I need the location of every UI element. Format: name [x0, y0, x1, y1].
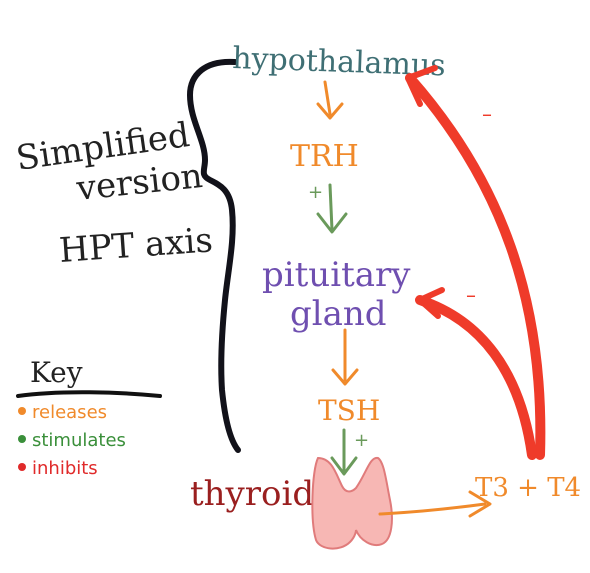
key-item-stimulates: stimulates [18, 430, 126, 451]
key-underline [16, 390, 162, 398]
key-label-releases: releases [32, 402, 107, 423]
inhibit-curve-to-hypothalamus [405, 73, 546, 460]
inhibit-arrowhead-pituitary [417, 287, 445, 319]
node-trh: TRH [290, 139, 359, 174]
arrow-thy-t3t4 [378, 502, 487, 516]
stim-sign-tsh-thy: + [354, 430, 369, 451]
inhibit-sign-pituitary: – [466, 283, 476, 307]
stim-sign-trh-pit: + [308, 182, 323, 203]
inhibit-arrowhead-hypothalamus [405, 65, 438, 107]
arrowhead-thy-t3t4 [468, 490, 492, 518]
inhibit-sign-hypothalamus: – [482, 102, 492, 126]
key-dot-stimulates [18, 435, 26, 443]
key-item-inhibits: inhibits [18, 458, 98, 479]
brace [187, 58, 241, 453]
arrowhead-pit-tsh [331, 368, 359, 386]
inhibit-curve-to-pituitary [415, 295, 537, 460]
key-item-releases: releases [18, 402, 107, 423]
arrow-hyp-trh [323, 80, 332, 116]
node-t3t4: T3 + T4 [475, 473, 581, 503]
arrowhead-hyp-trh [316, 102, 344, 120]
key-label-stimulates: stimulates [32, 430, 126, 451]
arrowhead-tsh-thy [330, 456, 358, 476]
key-label-inhibits: inhibits [32, 458, 98, 479]
title-line-3: HPT axis [58, 220, 214, 271]
node-thyroid-label: thyroid [190, 474, 314, 514]
key-dot-releases [18, 407, 26, 415]
key-title: Key [30, 356, 83, 389]
node-pituitary-line-1: pituitary [262, 255, 411, 295]
node-tsh: TSH [318, 394, 380, 427]
arrowhead-trh-pit [316, 212, 348, 234]
arrow-trh-pit [328, 183, 334, 232]
key-dot-inhibits [18, 463, 26, 471]
node-pituitary-line-2: gland [290, 294, 387, 334]
thyroid-gland [311, 456, 393, 550]
